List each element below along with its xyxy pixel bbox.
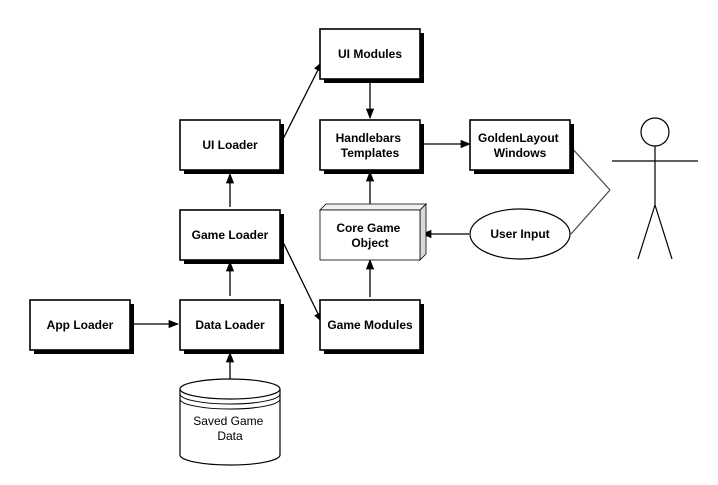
node-label: User Input — [490, 227, 549, 241]
node-goldenlayout-windows: GoldenLayout Windows — [469, 119, 574, 174]
node-label: App Loader — [47, 318, 114, 332]
node-label: GoldenLayout Windows — [478, 131, 562, 160]
node-data-loader: Data Loader — [179, 299, 284, 354]
edge-goldenlayout-to-user — [569, 145, 611, 191]
node-app-loader: App Loader — [29, 299, 134, 354]
edges — [130, 61, 611, 388]
user-actor-icon — [612, 117, 698, 260]
node-game-modules: Game Modules — [319, 299, 424, 354]
node-label: Saved Game Data — [193, 414, 266, 443]
node-label: Data Loader — [195, 318, 265, 332]
node-user-input: User Input — [469, 208, 571, 260]
node-label: UI Loader — [202, 138, 258, 152]
edge-game-loader-to-game-modules — [280, 237, 323, 323]
node-label: Core Game Object — [336, 221, 403, 250]
node-saved-game-data: Saved Game Data — [179, 378, 281, 466]
edge-user-to-user-input — [570, 189, 611, 235]
edge-ui-loader-to-ui-modules — [280, 61, 323, 144]
node-ui-modules: UI Modules — [319, 28, 424, 83]
node-label: UI Modules — [338, 47, 402, 61]
node-label: Game Loader — [192, 228, 269, 242]
node-label: Handlebars Templates — [336, 131, 405, 160]
node-core-game-object: Core Game Object — [319, 203, 427, 261]
node-game-loader: Game Loader — [179, 209, 284, 264]
node-ui-loader: UI Loader — [179, 119, 284, 174]
node-label: Game Modules — [327, 318, 413, 332]
node-handlebars-templates: Handlebars Templates — [319, 119, 424, 174]
